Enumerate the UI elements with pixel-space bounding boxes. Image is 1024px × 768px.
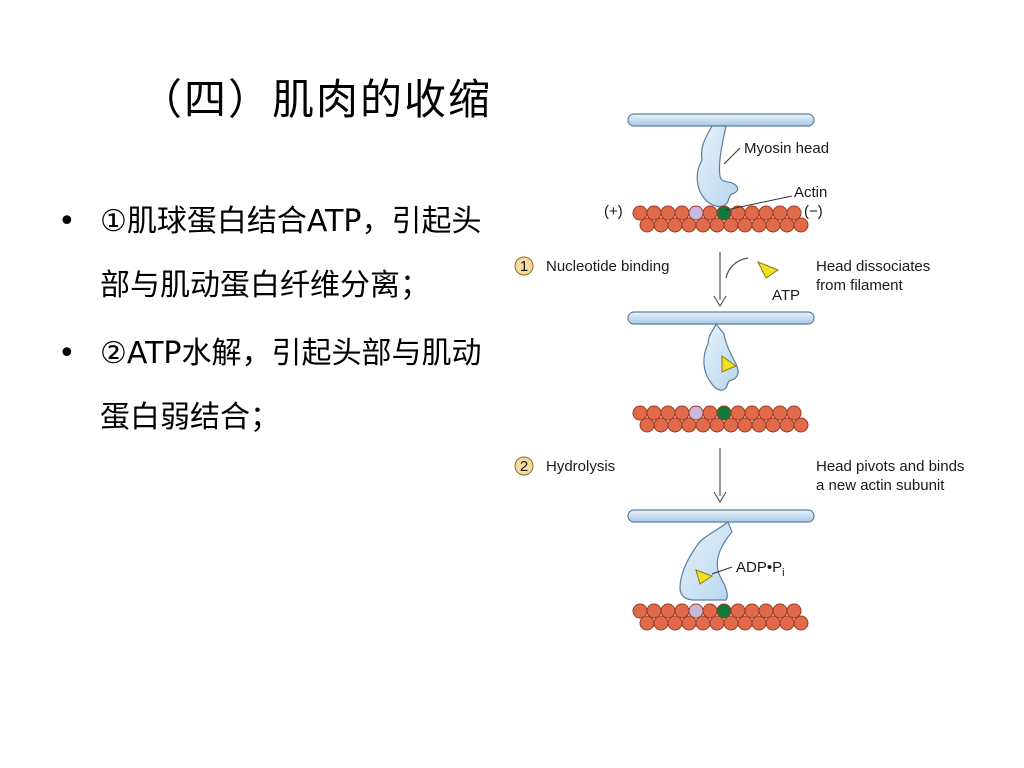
bullet-text: ②ATP水解，引起头部与肌动蛋白弱结合； <box>100 336 482 435</box>
step2-label: Hydrolysis <box>546 458 615 475</box>
myosin-head <box>679 521 733 601</box>
actin-bead <box>793 615 809 631</box>
plus-end-label: (+) <box>604 203 623 220</box>
actin-bead <box>765 615 781 631</box>
actin-bead <box>653 217 669 233</box>
actin-bead <box>779 217 795 233</box>
actin-bead <box>779 417 795 433</box>
actin-bead <box>786 603 802 619</box>
step1-label: Nucleotide binding <box>546 258 669 275</box>
actin-bead <box>737 417 753 433</box>
actin-bead <box>737 217 753 233</box>
step1-number: 1 <box>520 258 528 275</box>
actin-bead <box>751 615 767 631</box>
actin-bead <box>653 417 669 433</box>
actin-bead <box>723 615 739 631</box>
actin-bead <box>793 217 809 233</box>
actin-bead <box>639 217 655 233</box>
actin-bead <box>709 615 725 631</box>
step2-number: 2 <box>520 458 528 475</box>
step1-arrowhead <box>713 295 727 308</box>
step1-desc-line1: Head dissociates <box>816 258 930 275</box>
bullet-marker: • <box>58 336 76 371</box>
actin-filament <box>632 405 809 433</box>
actin-bead <box>751 417 767 433</box>
atp-bound-triangle <box>721 355 738 373</box>
bullet-list: • ①肌球蛋白结合ATP，引起头部与肌动蛋白纤维分离； • ②ATP水解，引起头… <box>58 190 488 454</box>
step2-desc-line2: a new actin subunit <box>816 477 945 494</box>
step1-badge <box>514 256 534 276</box>
actin-bead <box>681 417 697 433</box>
actin-bead <box>667 615 683 631</box>
actin-bead <box>709 417 725 433</box>
thick-filament <box>627 311 815 325</box>
actin-bead <box>695 217 711 233</box>
actin-bead <box>667 417 683 433</box>
atp-triangle <box>756 261 780 279</box>
actin-bead <box>737 615 753 631</box>
actin-bead <box>765 417 781 433</box>
thick-filament <box>627 113 815 127</box>
step2-desc-line1: Head pivots and binds <box>816 458 964 475</box>
atp-label: ATP <box>772 287 800 304</box>
actin-bead <box>723 217 739 233</box>
actin-bead <box>667 217 683 233</box>
actin-bead <box>639 417 655 433</box>
actin-bead <box>709 217 725 233</box>
myosin-head <box>696 125 739 208</box>
actin-bead <box>695 615 711 631</box>
actin-filament <box>632 205 809 233</box>
actin-label: Actin <box>794 184 827 201</box>
step2-arrowhead <box>713 491 727 504</box>
actin-bead <box>751 217 767 233</box>
bullet-item: • ①肌球蛋白结合ATP，引起头部与肌动蛋白纤维分离； <box>58 190 488 318</box>
adp-pi-label: ADP•Pi <box>736 559 785 579</box>
atp-entry-arrow <box>725 257 749 279</box>
actin-filament <box>632 603 809 631</box>
actin-bead <box>786 205 802 221</box>
actin-bead <box>723 417 739 433</box>
myosin-head <box>703 322 739 391</box>
actin-bead <box>653 615 669 631</box>
myosin-head-label: Myosin head <box>744 140 829 157</box>
myosin-cycle-figure: Myosin head Actin (+) (−) 1 Nucleotide b… <box>508 100 1008 660</box>
actin-bead <box>793 417 809 433</box>
adp-pi-triangle <box>695 569 714 585</box>
step1-desc-line2: from filament <box>816 277 904 294</box>
actin-bead <box>786 405 802 421</box>
actin-bead <box>639 615 655 631</box>
adp-pi-leader <box>711 566 733 575</box>
step2-badge <box>514 456 534 476</box>
actin-bead <box>765 217 781 233</box>
actin-leader <box>725 195 793 211</box>
minus-end-label: (−) <box>804 203 823 220</box>
actin-bead <box>681 217 697 233</box>
myosin-head-leader <box>723 147 741 165</box>
myosin-cycle-diagram: Myosin head Actin (+) (−) 1 Nucleotide b… <box>514 113 964 631</box>
slide-title: （四）肌肉的收缩 <box>140 75 493 124</box>
actin-bead <box>779 615 795 631</box>
bullet-item: • ②ATP水解，引起头部与肌动蛋白弱结合； <box>58 322 488 450</box>
bullet-text: ①肌球蛋白结合ATP，引起头部与肌动蛋白纤维分离； <box>100 204 482 303</box>
thick-filament <box>627 509 815 523</box>
actin-bead <box>695 417 711 433</box>
actin-bead <box>681 615 697 631</box>
bullet-marker: • <box>58 204 76 239</box>
